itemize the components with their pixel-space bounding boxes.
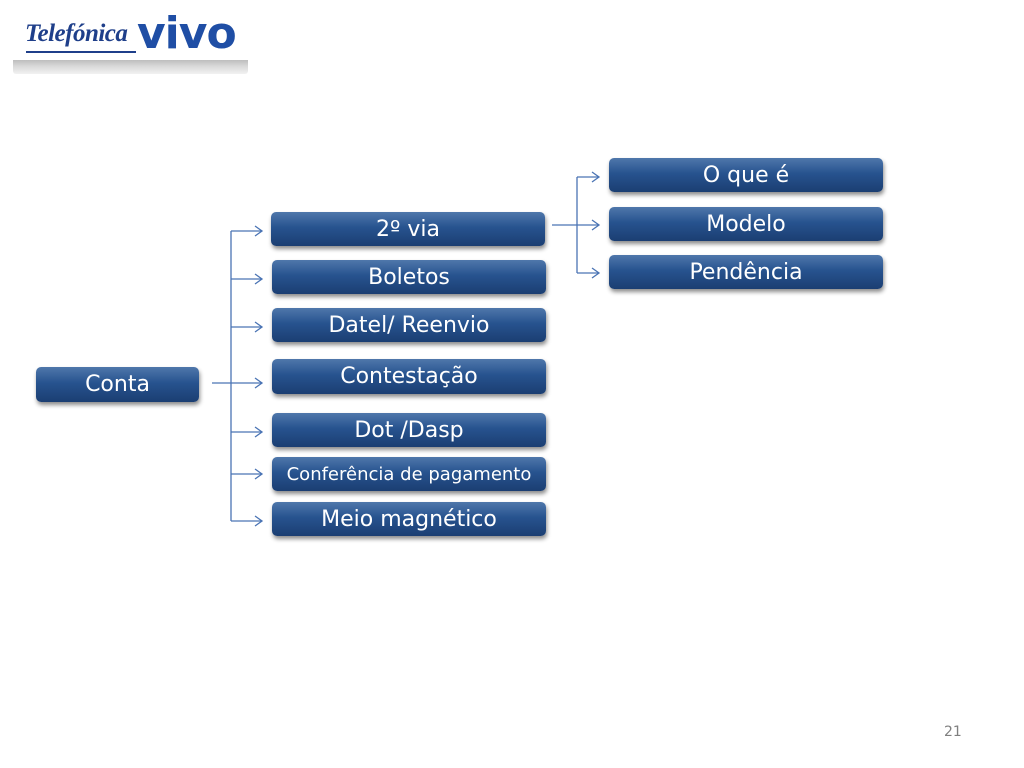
page-number: 21 bbox=[944, 724, 962, 740]
node-conta-label: Conta bbox=[85, 372, 150, 397]
node-datel-reenvio: Datel/ Reenvio bbox=[272, 308, 546, 342]
vivo-wordmark: vivo bbox=[137, 8, 237, 59]
node-dot-dasp-label: Dot /Dasp bbox=[354, 417, 464, 443]
node-o-que-e: O que é bbox=[609, 158, 883, 192]
node-contestacao-label: Contestação bbox=[340, 364, 478, 389]
node-modelo: Modelo bbox=[609, 207, 883, 241]
node-boletos-label: Boletos bbox=[368, 264, 450, 290]
node-pendencia-label: Pendência bbox=[689, 259, 803, 285]
node-conferencia-pagamento: Conferência de pagamento bbox=[272, 457, 546, 491]
telefonica-wordmark: Telefónica bbox=[25, 20, 128, 47]
node-2via: 2º via bbox=[271, 212, 545, 246]
node-meio-magnetico-label: Meio magnético bbox=[321, 506, 497, 532]
node-o-que-e-label: O que é bbox=[702, 162, 790, 188]
node-datel-reenvio-label: Datel/ Reenvio bbox=[328, 312, 490, 338]
node-contestacao: Contestação bbox=[272, 359, 546, 394]
node-boletos: Boletos bbox=[272, 260, 546, 294]
node-meio-magnetico: Meio magnético bbox=[272, 502, 546, 536]
node-conferencia-pagamento-label: Conferência de pagamento bbox=[286, 463, 532, 485]
telefonica-vivo-logo: Telefónica vivo bbox=[13, 8, 248, 62]
node-pendencia: Pendência bbox=[609, 255, 883, 289]
logo-shadow-bar bbox=[13, 60, 248, 74]
node-dot-dasp: Dot /Dasp bbox=[272, 413, 546, 447]
telefonica-underline bbox=[26, 51, 136, 53]
node-modelo-label: Modelo bbox=[706, 211, 786, 237]
node-conta: Conta bbox=[36, 367, 199, 402]
node-2via-label: 2º via bbox=[376, 216, 440, 242]
